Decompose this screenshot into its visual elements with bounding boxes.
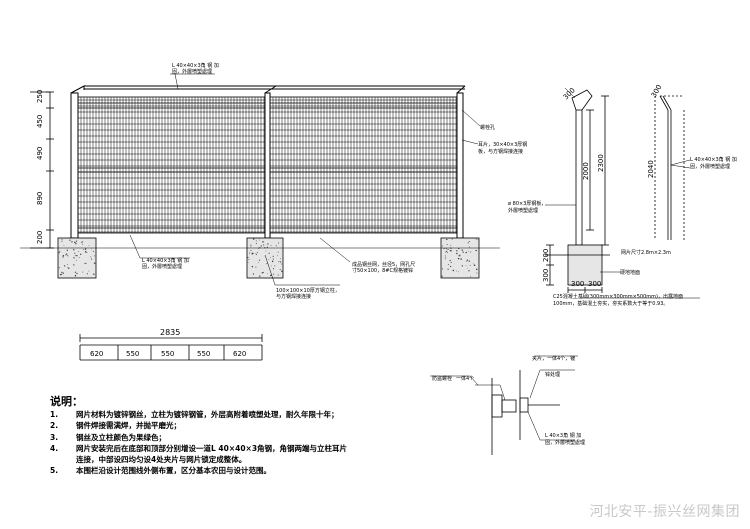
plan-seg-1: 620: [90, 350, 103, 358]
design-notes: 说明： 1.网片材料为镀锌钢丝，立柱为镀锌钢管，外层高附着喷塑处理，耐久年限十年…: [50, 396, 470, 476]
right-dim-main: 2040: [647, 160, 655, 178]
concrete-footings: [20, 237, 500, 279]
detail-clip-label: 夹片，一体4个，镀: [532, 355, 575, 362]
concrete-texture: [58, 238, 601, 284]
plate-label-2: 外層喷塑處理: [508, 207, 538, 214]
detail-angle-label: L 40×3角 钢 加: [545, 432, 581, 439]
right-view: [654, 95, 691, 240]
side-view: [545, 87, 700, 299]
note-item: 连接，中部设四均匀设4处夹片与网片锁定成整体。: [76, 455, 247, 465]
detail-bolt-label: 防盗螺栓: [432, 375, 452, 382]
note-item: 5.本围栏沿设计范围线外侧布置，区分基本农田与设计范围。: [50, 466, 271, 476]
ear-label-1: 耳片，30×40×3厚钢: [478, 141, 527, 148]
mesh-label-2: 寸50×100，8#C规格镀锌: [352, 267, 413, 274]
side-base-w2: 300: [588, 280, 601, 288]
wire-mesh: [78, 97, 457, 233]
side-dim-lower-b: 300: [542, 269, 550, 282]
ear-label-2: 板，与方钢焊接连接: [478, 148, 523, 155]
side-dim-top: 300: [562, 86, 577, 101]
watermark: 河北安平-振兴丝网集团: [589, 504, 740, 520]
detail-bolt-count: 一体4个: [456, 375, 474, 382]
plan-seg-5: 620: [233, 350, 246, 358]
right-angle-label-2: 固，外層喷塑處理: [690, 163, 730, 170]
elevation-dimension-labels: 250 450 490 890 200: [36, 90, 44, 244]
fence-posts: [70, 85, 466, 239]
detail-clip-label-2: 锌处理: [545, 371, 560, 378]
bolt-hole-label: 螺栓孔: [480, 124, 495, 131]
plan-seg-4: 550: [197, 350, 210, 358]
post-label-1: 100×100×10厚方钢立柱，: [276, 287, 340, 294]
panel-size-label: 网片尺寸2.8m×2.3m: [621, 249, 671, 256]
side-dim-2300: 2300: [597, 154, 605, 172]
dim-890: 890: [36, 192, 44, 205]
footing-label-2: 100mm，基础混土夯实，夯实系数大于等于0.93。: [553, 300, 668, 307]
ground-label: 硬地地面: [620, 269, 640, 276]
plan-seg-3: 550: [161, 350, 174, 358]
note-item: 3.钢丝及立柱颜色为果绿色；: [50, 432, 166, 442]
footing-label-1: C25混凝土基础(300mm×300mm×500mm)，出露地面: [553, 293, 683, 300]
note-item: 1.网片材料为镀锌钢丝，立柱为镀锌钢管，外层高附着喷塑处理，耐久年限十年；: [50, 410, 339, 420]
plan-seg-2: 550: [126, 350, 139, 358]
side-dim-2000: 2000: [582, 162, 590, 180]
plan-dimension: [79, 334, 263, 361]
dim-200: 200: [36, 231, 44, 244]
side-base-w1: 300: [571, 280, 584, 288]
detail-angle-label-2: 固，外層喷塑處理: [545, 439, 585, 446]
plan-total: 2835: [160, 328, 180, 337]
right-angle-label-1: L 40×40×3角 钢 加: [690, 156, 737, 163]
top-angle-label-1: L 40×40×3角 钢 加: [172, 62, 219, 69]
note-item: 4.网片安装完后在底部和顶部分别增设一道L 40×40×3角钢，角钢两端与立柱耳…: [50, 443, 348, 453]
bottom-angle-label-2: 固，外層喷塑處理: [142, 263, 182, 270]
mesh-label-1: 成品钢丝网，丝径5，网孔尺: [352, 261, 415, 268]
notes-title: 说明：: [50, 395, 83, 408]
top-angle-label-2: 固，外層喷塑處理: [172, 68, 212, 75]
bottom-angle-label-1: L 40×40×3角 钢 加: [142, 257, 189, 264]
dim-250: 250: [36, 90, 44, 103]
detail-bolt: [430, 375, 517, 455]
post-label-2: 与方钢焊接连接: [276, 293, 311, 300]
dim-450: 450: [36, 115, 44, 128]
elevation-leaders: [129, 73, 481, 286]
plate-label-1: ø 80×3厚钢板，: [508, 200, 546, 207]
right-dim-top: 300: [650, 83, 664, 99]
note-item: 2.钢件焊接需满焊，并抛平磨光；: [50, 421, 181, 431]
side-dim-lower-a: 200: [542, 249, 550, 262]
dim-490: 490: [36, 147, 44, 160]
detail-clip: [519, 355, 578, 441]
